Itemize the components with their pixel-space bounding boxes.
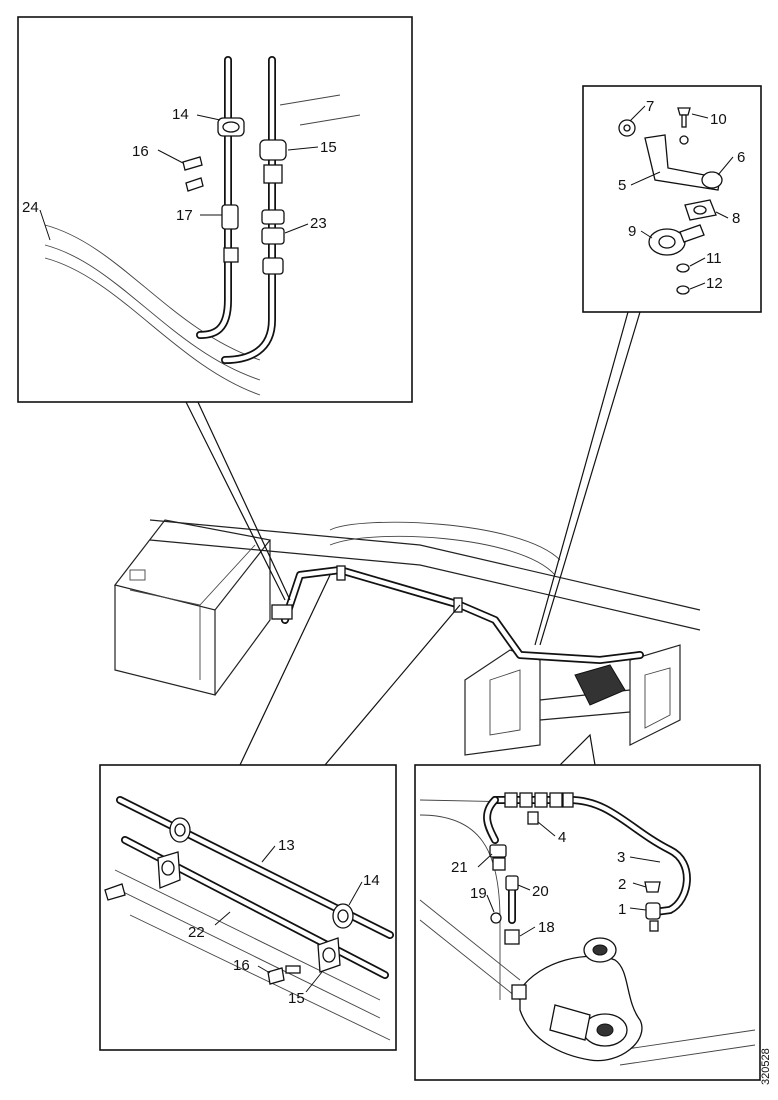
callout-15: 15: [288, 990, 305, 1007]
callout-7: 7: [646, 98, 654, 115]
callout-16: 16: [233, 957, 250, 974]
callout-13: 13: [278, 837, 295, 854]
callout-14: 14: [172, 106, 189, 123]
callout-12: 12: [706, 275, 723, 292]
detail-top-right: 7 10 6 5 8 9 11 12: [582, 85, 762, 313]
callout-23: 23: [310, 215, 327, 232]
document-number: 320528: [760, 1048, 772, 1085]
callout-6: 6: [737, 149, 745, 166]
callout-17: 17: [176, 207, 193, 224]
detail-top-left: 14 16 15 17 23 24: [17, 16, 413, 403]
main-chassis-view: [113, 519, 701, 756]
callout-16: 16: [132, 143, 149, 160]
callout-11: 11: [706, 250, 722, 267]
callout-2: 2: [618, 876, 626, 893]
callout-22: 22: [188, 924, 205, 941]
callout-18: 18: [538, 919, 555, 936]
callout-5: 5: [618, 177, 626, 194]
callout-1: 1: [618, 901, 626, 918]
callout-10: 10: [710, 111, 727, 128]
callout-3: 3: [617, 849, 625, 866]
detail-pointer-lines: [184, 311, 641, 766]
detail-bottom-right: 4 3 21 20 2 19 18 1: [414, 764, 761, 1081]
callout-8: 8: [732, 210, 740, 227]
callout-19: 19: [470, 885, 487, 902]
callout-15: 15: [320, 139, 337, 156]
detail-bottom-left: 13 14 22 16 15: [99, 764, 397, 1051]
callout-14: 14: [363, 872, 380, 889]
callout-24: 24: [22, 199, 39, 216]
callout-21: 21: [451, 859, 468, 876]
callout-9: 9: [628, 223, 636, 240]
callout-4: 4: [558, 829, 566, 846]
callout-20: 20: [532, 883, 549, 900]
